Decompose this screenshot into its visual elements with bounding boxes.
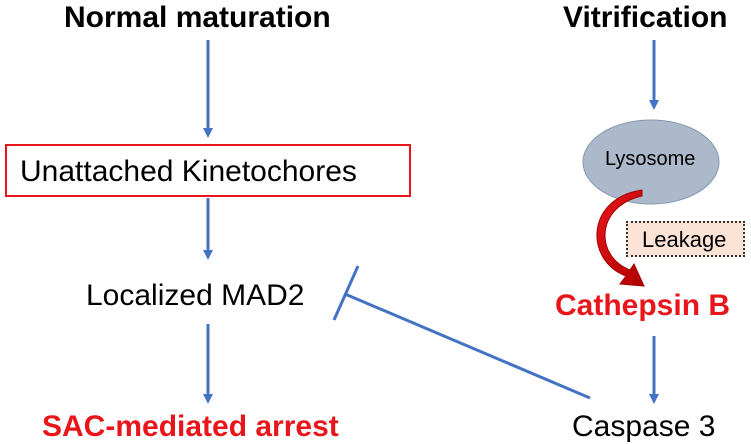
inhibition-line: [344, 292, 591, 400]
leakage-label: Leakage: [642, 227, 727, 252]
heading-normal-maturation: Normal maturation: [64, 1, 331, 34]
leakage-curved-arrow: [596, 189, 645, 287]
kinetochores-label: Unattached Kinetochores: [20, 155, 357, 188]
leakage-box: [626, 221, 745, 257]
caspase-label: Caspase 3: [572, 410, 716, 443]
kinetochores-box: [5, 144, 411, 197]
arrest-label: SAC-mediated arrest: [42, 410, 339, 443]
inhibition-bar: [332, 265, 360, 321]
cathepsin-label: Cathepsin B: [555, 289, 731, 322]
heading-vitrification: Vitrification: [563, 1, 728, 34]
lysosome-label: Lysosome: [605, 148, 696, 170]
lysosome-ellipse: [582, 119, 720, 205]
mad2-label: Localized MAD2: [86, 279, 305, 312]
